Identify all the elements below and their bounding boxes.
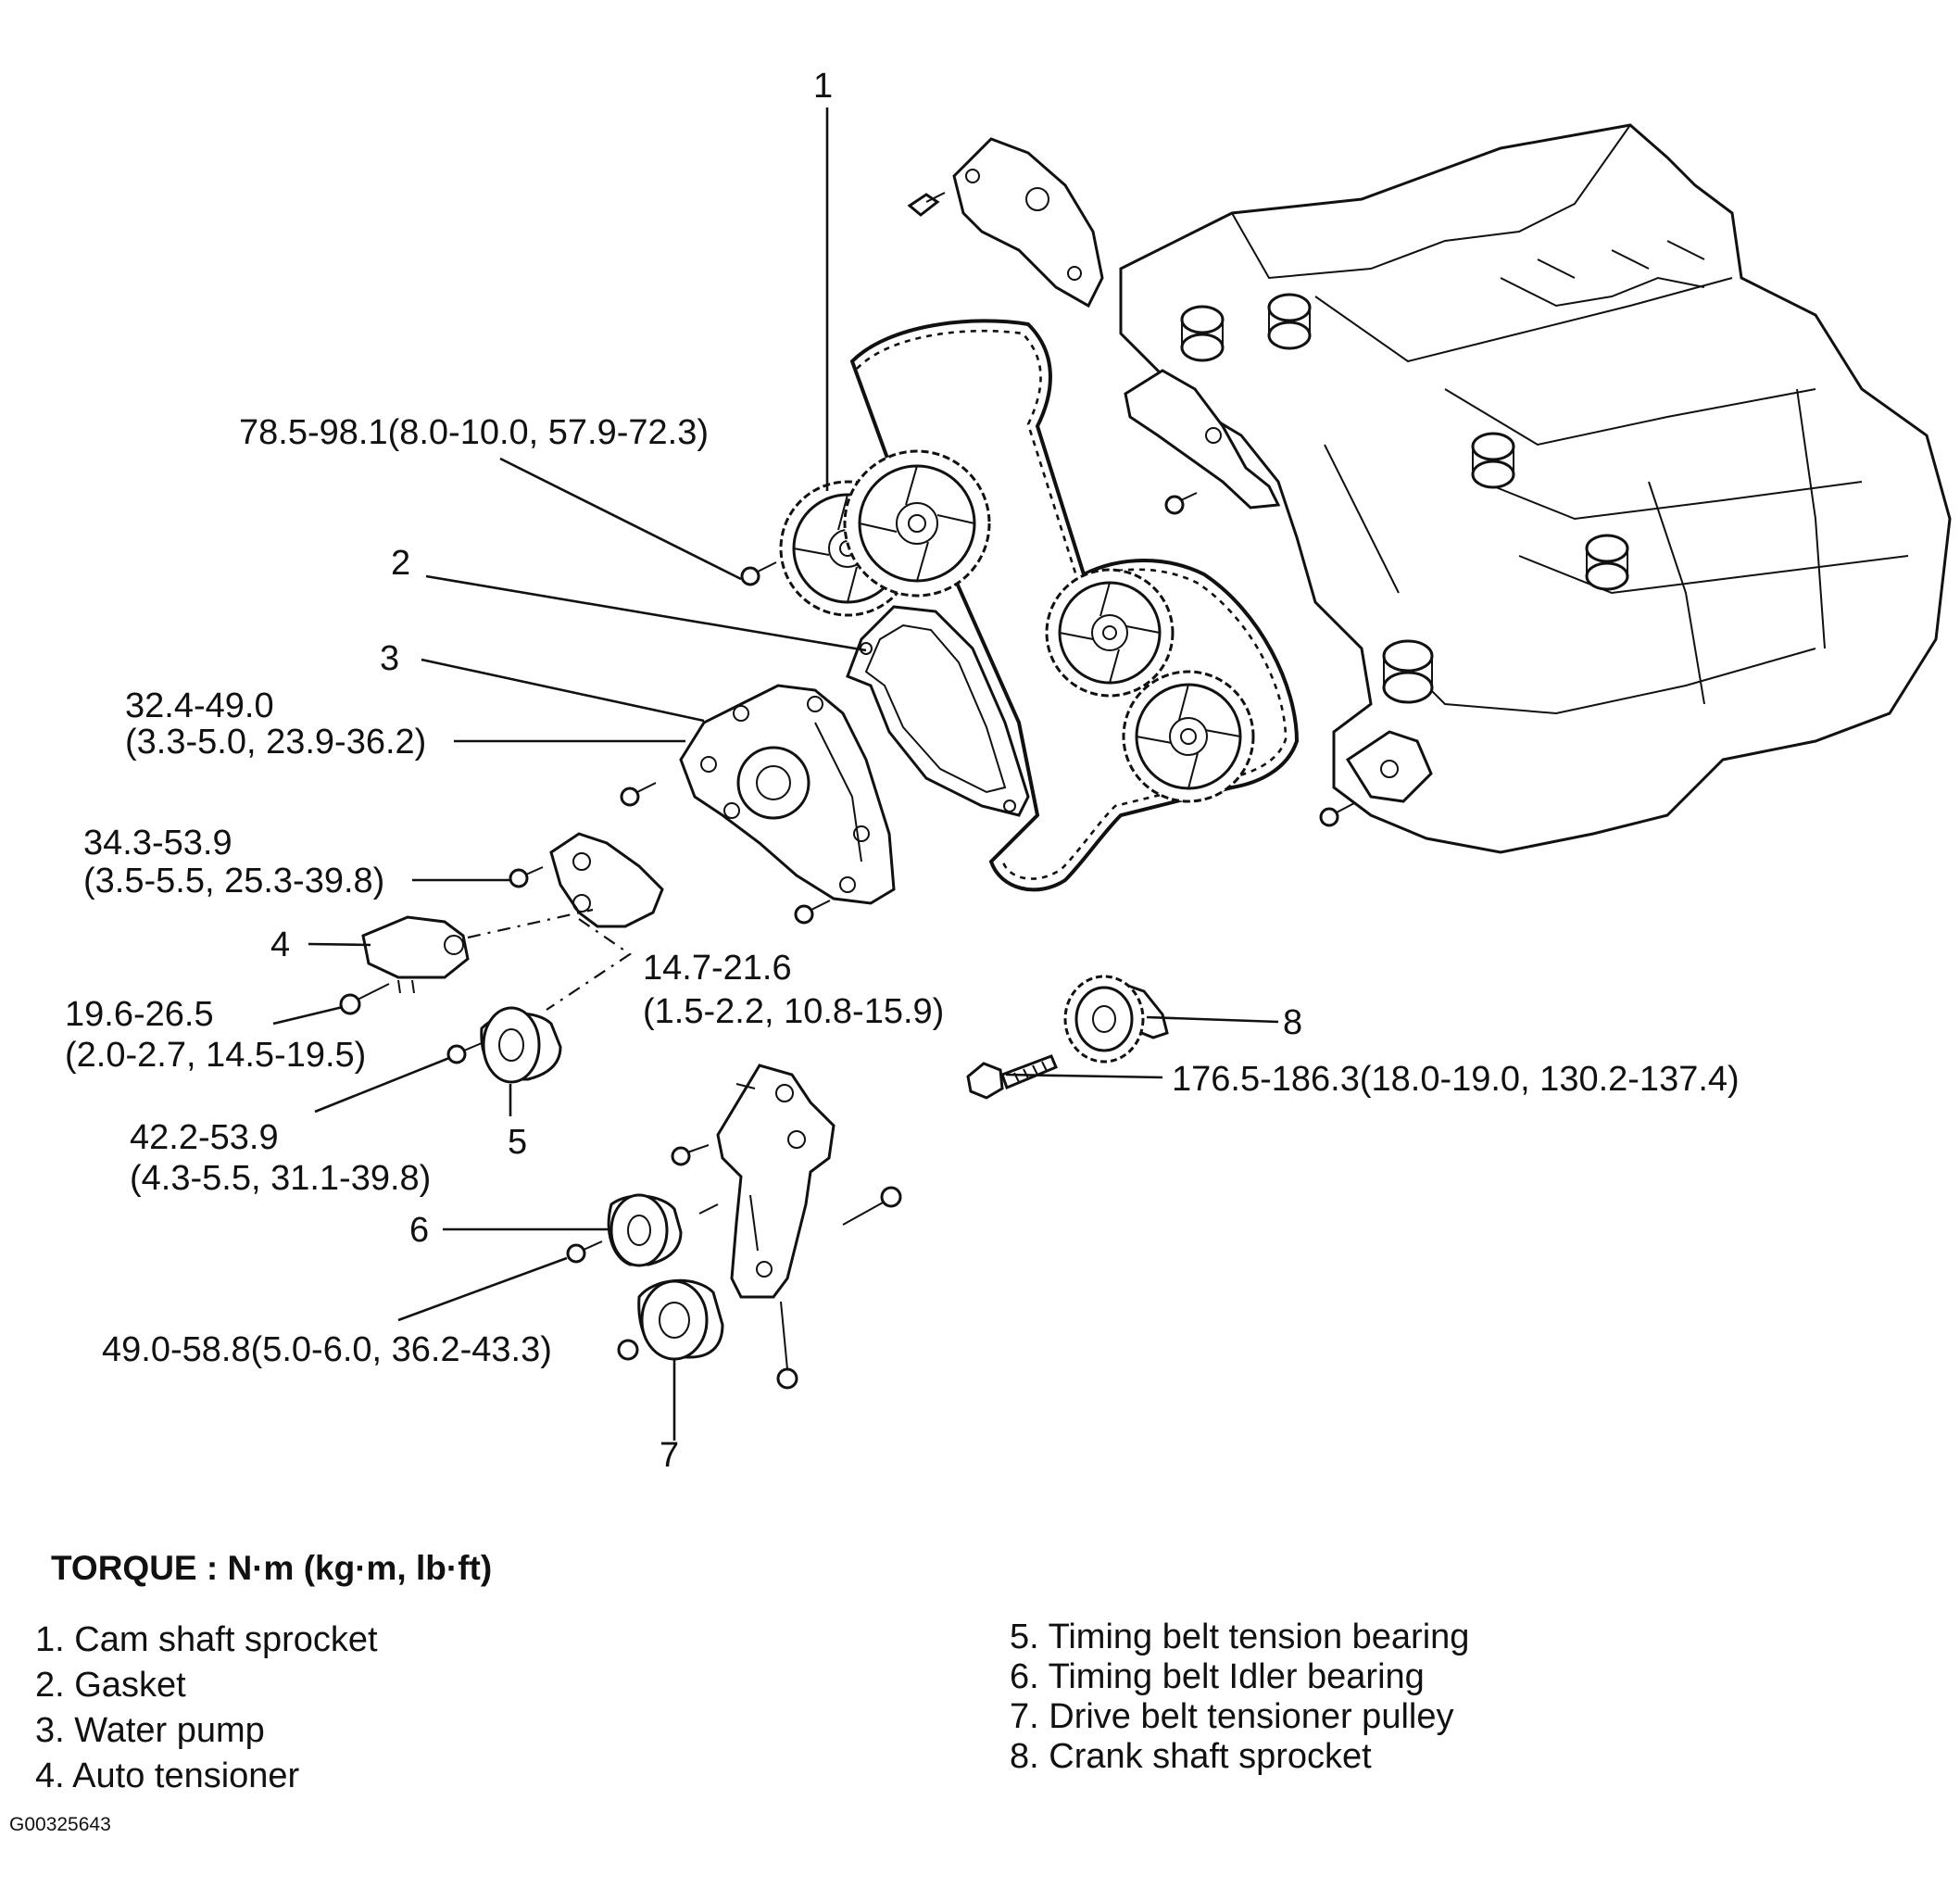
bolt-icon [671,1144,710,1166]
legend-item: 4. Auto tensioner [35,1756,300,1795]
dowel-pin [698,1203,719,1215]
auto-tensioner [361,915,470,994]
torque-water-pump-line2: (3.3-5.0, 23.9-36.2) [125,723,427,762]
rear-cover-bracket [1124,369,1281,510]
torque-bracket-line2: (3.5-5.5, 25.3-39.8) [83,862,385,900]
gasket [846,605,1030,817]
bolt-icon [566,1240,603,1264]
torque-idler-bolt: 49.0-58.8(5.0-6.0, 36.2-43.3) [102,1330,552,1369]
bolt-icon [907,192,946,217]
legend-item: 7. Drive belt tensioner pulley [1010,1697,1454,1736]
crankshaft-sprocket [1063,975,1169,1064]
water-pump [679,684,896,905]
figure-id: G00325643 [9,1814,111,1835]
torque-crank-bolt: 176.5-186.3(18.0-19.0, 130.2-137.4) [1172,1060,1740,1099]
camshaft-sprocket-right-lower [1122,670,1255,803]
tension-bearing [480,1006,562,1084]
callout-6: 6 [409,1211,430,1250]
callout-1: 1 [813,67,834,106]
bolt-icon [446,1042,483,1064]
bolt-icon [620,782,657,807]
legend-item: 5. Timing belt tension bearing [1010,1618,1470,1656]
torque-auto-tensioner-line2: (1.5-2.2, 10.8-15.9) [643,992,945,1031]
legend-item: 8. Crank shaft sprocket [1010,1737,1372,1776]
torque-auto-tensioner-line1: 14.7-21.6 [643,949,792,988]
crank-bolt-icon [966,1054,1058,1100]
bolt-icon [509,866,544,888]
bolt-icon [740,561,777,586]
drive-belt-bracket [716,1064,836,1299]
callout-3: 3 [380,639,400,678]
legend-item: 6. Timing belt Idler bearing [1010,1657,1425,1696]
callout-7: 7 [660,1436,680,1475]
torque-cam-bolt: 78.5-98.1(8.0-10.0, 57.9-72.3) [239,413,710,452]
legend-left: 1. Cam shaft sprocket 2. Gasket 3. Water… [35,1618,378,1799]
tensioner-bracket [549,832,664,928]
callout-4: 4 [270,925,291,964]
legend-item: 2. Gasket [35,1666,186,1705]
bolt-icon [1319,802,1355,827]
legend-item: 3. Water pump [35,1711,265,1750]
camshaft-sprocket-icon [843,449,991,598]
bolt-icon [339,983,390,1015]
assembly-line [546,918,632,1011]
engine-block [1119,123,1952,854]
leader-lines [272,107,1279,1441]
bolt-icon [1164,492,1198,515]
bolt-icon [776,1301,798,1390]
callout-8: 8 [1283,1003,1303,1042]
torque-bracket-line1: 34.3-53.9 [83,824,232,862]
assembly-line [467,908,594,939]
drive-belt-tensioner-pulley [637,1278,724,1361]
nut-icon [617,1339,639,1361]
bolt-icon [794,900,831,925]
legend-item: 1. Cam shaft sprocket [35,1620,378,1659]
legend-right: 5. Timing belt tension bearing 6. Timing… [1010,1618,1469,1777]
torque-tension-bearing-line1: 42.2-53.9 [130,1118,279,1157]
camshaft-sprocket-right-upper [1045,568,1175,698]
torque-water-pump-line1: 32.4-49.0 [125,686,274,725]
idler-bearing [607,1193,683,1267]
dowel-pin [735,1083,756,1089]
callout-2: 2 [391,544,411,583]
torque-tensioner-bolt-line1: 19.6-26.5 [65,995,214,1034]
callout-5: 5 [508,1123,528,1162]
bolt-icon [842,1186,902,1226]
torque-heading: TORQUE : N·m (kg·m, lb·ft) [51,1549,493,1587]
torque-tension-bearing-line2: (4.3-5.5, 31.1-39.8) [130,1159,432,1198]
torque-tensioner-bolt-line2: (2.0-2.7, 14.5-19.5) [65,1036,367,1075]
upper-cover-bracket [952,137,1104,308]
